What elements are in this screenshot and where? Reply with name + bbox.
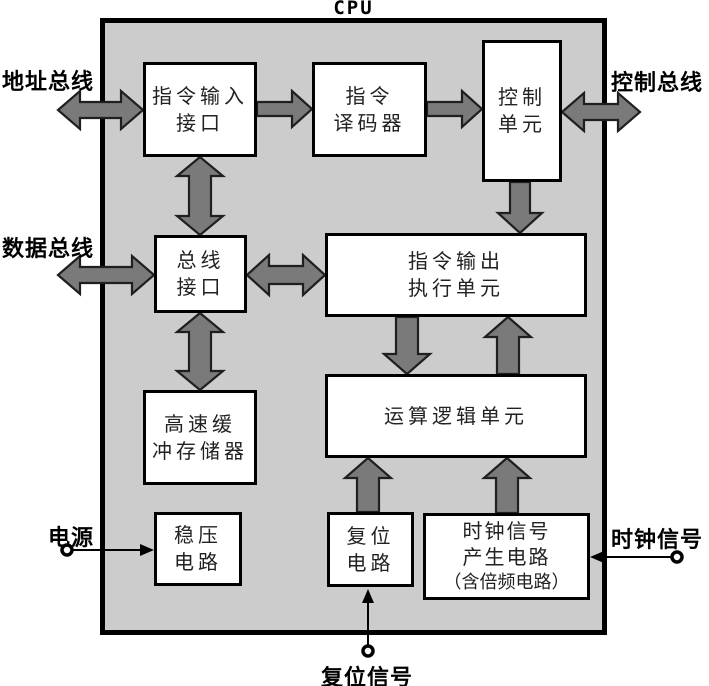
arrow-reset-to-alu bbox=[342, 456, 394, 514]
arrow-alu-to-exec bbox=[482, 315, 534, 376]
label-reset-signal: 复位信号 bbox=[321, 665, 414, 686]
label-data-bus: 数据总线 bbox=[2, 236, 95, 262]
terminal-power bbox=[60, 543, 74, 557]
block-bus-interface: 总线接口 bbox=[154, 235, 247, 313]
block-arithmetic-logic-unit: 运算逻辑单元 bbox=[325, 374, 587, 458]
arrow-input-to-decoder bbox=[255, 88, 314, 130]
arrow-exec-to-alu bbox=[381, 315, 433, 376]
label-clock-signal: 时钟信号 bbox=[611, 527, 704, 553]
arrow-control-bus bbox=[560, 90, 642, 134]
cpu-title: CPU bbox=[333, 0, 374, 19]
arrow-reset-input bbox=[362, 589, 374, 645]
arrow-control-to-exec bbox=[495, 180, 545, 235]
arrow-clock-input bbox=[590, 551, 671, 563]
block-instruction-input-interface: 指令输入接口 bbox=[143, 62, 257, 157]
block-reset-circuit: 复位电路 bbox=[327, 512, 414, 587]
terminal-clock-signal bbox=[670, 550, 684, 564]
label-address-bus: 地址总线 bbox=[2, 69, 95, 95]
terminal-reset-signal bbox=[361, 644, 375, 658]
block-clock-generator: 时钟信号产生电路（含倍频电路） bbox=[423, 513, 590, 600]
block-voltage-regulator: 稳压电路 bbox=[154, 512, 242, 586]
arrow-businterface-cache bbox=[173, 311, 227, 392]
label-power: 电源 bbox=[48, 525, 95, 551]
block-control-unit: 控制单元 bbox=[482, 40, 562, 182]
label-control-bus: 控制总线 bbox=[611, 70, 704, 96]
arrow-address-bus bbox=[56, 88, 145, 132]
arrow-power-input bbox=[73, 544, 154, 556]
arrow-businterface-exec bbox=[245, 252, 327, 298]
block-instruction-decoder: 指令译码器 bbox=[312, 62, 427, 157]
arrow-decoder-to-control bbox=[425, 88, 484, 130]
arrow-input-businterface bbox=[173, 155, 227, 237]
block-cache-memory: 高速缓冲存储器 bbox=[143, 390, 257, 485]
arrow-clock-to-alu bbox=[481, 456, 533, 515]
block-instruction-output-execution-unit: 指令输出执行单元 bbox=[325, 233, 587, 317]
